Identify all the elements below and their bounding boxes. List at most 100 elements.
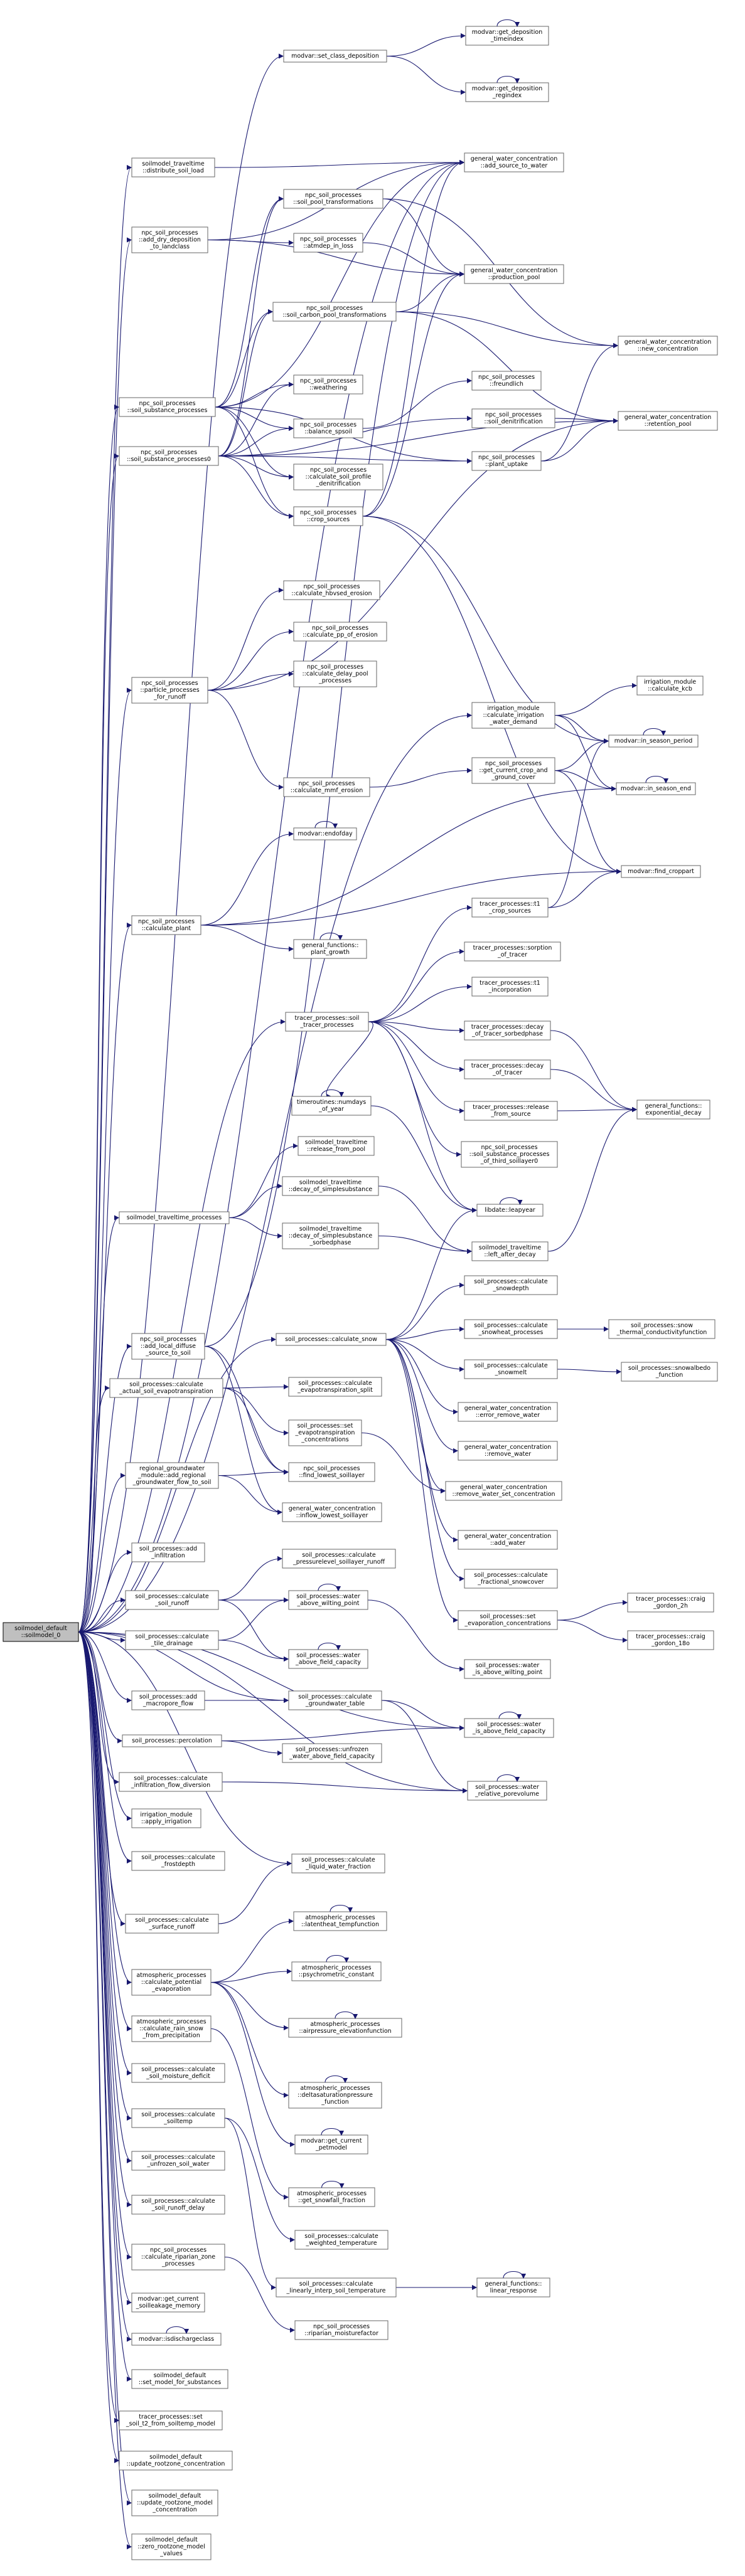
function-node-sp-unfrozen-soil[interactable]: soil_processes::calculate_unfrozen_soil_… [131,2151,225,2171]
function-node-tt-decay[interactable]: soilmodel_traveltime::decay_of_simplesub… [282,1176,379,1196]
function-node-tt-dist[interactable]: soilmodel_traveltime::distribute_soil_lo… [131,157,215,178]
function-node-sp-liquid[interactable]: soil_processes::calculate_liquid_water_f… [291,1853,385,1874]
function-node-gf-plant[interactable]: general_functions::plant_growth [293,932,367,959]
function-node-sp-relpore[interactable]: soil_processes::water_relative_porevolum… [467,1774,547,1801]
function-node-sp-runoff-delay[interactable]: soil_processes::calculate_soil_runoff_de… [131,2195,225,2215]
function-node-npc-third[interactable]: npc_soil_processes::soil_substance_proce… [461,1141,558,1168]
function-node-irr-kcb[interactable]: irrigation_module::calculate_kcb [636,676,704,696]
function-node-lib-leap[interactable]: libdate::leapyear [476,1197,544,1217]
function-node-sp-isfield[interactable]: soil_processes::water_is_above_field_cap… [464,1711,554,1738]
function-node-gwc-err[interactable]: general_water_concentration::error_remov… [458,1402,558,1422]
function-node-npc-calcplant[interactable]: npc_soil_processes::calculate_plant [131,915,201,935]
function-node-sp-moist[interactable]: soil_processes::calculate_soil_moisture_… [131,2063,225,2083]
function-node-gwc-prod[interactable]: general_water_concentration::production_… [464,264,564,284]
root-node-root[interactable]: soilmodel_default::soilmodel_0 [3,1622,79,1642]
function-node-sp-infil-div[interactable]: soil_processes::calculate_infiltration_f… [119,1772,223,1792]
function-node-mod-soilleakage[interactable]: modvar::get_current_soilleakage_memory [131,2292,205,2313]
function-node-npc-cover[interactable]: npc_soil_processes::get_current_crop_and… [471,757,555,784]
function-node-sp-iswilt[interactable]: soil_processes::water_is_above_wilting_p… [464,1659,551,1679]
function-node-tr-crop[interactable]: tracer_processes::t1_crop_sources [471,898,549,918]
function-node-sp-macropore[interactable]: soil_processes::add_macropore_flow [131,1690,205,1710]
function-node-sp-snowalbedo[interactable]: soil_processes::snowalbedo_function [621,1362,718,1382]
function-node-npc-dry-dep[interactable]: npc_soil_processes::add_dry_deposition_t… [131,226,208,253]
function-node-atm-deltasat[interactable]: atmospheric_processes::deltasaturationpr… [288,2075,382,2109]
function-node-set-class[interactable]: modvar::set_class_deposition [283,50,387,63]
function-node-sp-snow[interactable]: soil_processes::calculate_snow [276,1333,387,1346]
function-node-npc-diffuse[interactable]: npc_soil_processes::add_local_diffuse_so… [131,1333,205,1360]
function-node-sd-zero[interactable]: soilmodel_default::zero_rootzone_model_v… [131,2533,212,2560]
function-node-atm-latent[interactable]: atmospheric_processes::latentheat_tempfu… [293,1904,387,1931]
function-node-sd-setmodel[interactable]: soilmodel_default::set_model_for_substan… [131,2369,228,2389]
function-node-gwc-inflow[interactable]: general_water_concentration::inflow_lowe… [282,1502,382,1522]
function-node-sp-set-et[interactable]: soil_processes::set_evapotranspiration_c… [288,1419,362,1446]
function-node-tr-incorp[interactable]: tracer_processes::t1_incorporation [471,977,549,997]
function-node-sp-soiltemp[interactable]: soil_processes::calculate_soiltemp [131,2108,225,2128]
function-node-mod-endofday[interactable]: modvar::endofday [293,820,357,840]
function-node-npc-atm[interactable]: npc_soil_processes::atmdep_in_loss [293,233,363,253]
function-node-tt-release[interactable]: soilmodel_traveltime::release_from_pool [297,1136,375,1156]
function-node-atm-pot-evap[interactable]: atmospheric_processes::calculate_potenti… [131,1969,212,1996]
function-node-tr-release[interactable]: tracer_processes::release_from_source [464,1101,558,1121]
function-node-npc-delay[interactable]: npc_soil_processes::calculate_delay_pool… [293,660,377,687]
function-node-sp-fieldcap[interactable]: soil_processes::water_above_field_capaci… [288,1642,368,1669]
function-node-gf-linear[interactable]: general_functions::linear_response [476,2271,550,2298]
function-node-npc-weather[interactable]: npc_soil_processes::weathering [293,374,363,395]
function-node-atm-rain-snow[interactable]: atmospheric_processes::calculate_rain_sn… [131,2015,212,2042]
function-node-irr-calc[interactable]: irrigation_module::calculate_irrigation_… [471,702,555,729]
function-node-tr-set-t2[interactable]: tracer_processes::set_soil_t2_from_soilt… [119,2410,223,2430]
function-node-npc-pp[interactable]: npc_soil_processes::calculate_pp_of_eros… [293,622,387,642]
function-node-sd-update-root-mod[interactable]: soilmodel_default::update_rootzone_model… [131,2489,218,2516]
function-node-tr-decay-sorb[interactable]: tracer_processes::decay_of_tracer_sorbed… [464,1020,551,1041]
function-node-mod-findcrop[interactable]: modvar::find_croppart [621,865,701,878]
function-node-npc-subst[interactable]: npc_soil_processes::soil_substance_proce… [119,397,216,417]
function-node-npc-carbon[interactable]: npc_soil_processes::soil_carbon_pool_tra… [272,302,397,322]
function-node-npc-crop[interactable]: npc_soil_processes::crop_sources [293,506,363,526]
function-node-get-dep-reg[interactable]: modvar::get_deposition_regindex [465,75,549,102]
function-node-sp-unfrozen[interactable]: soil_processes::unfrozen_water_above_fie… [282,1743,382,1763]
function-node-npc-mmf[interactable]: npc_soil_processes::calculate_mmf_erosio… [283,777,370,797]
function-node-sp-infil[interactable]: soil_processes::add_infiltration [131,1542,205,1562]
function-node-npc-riparian-m[interactable]: npc_soil_processes::riparian_moisturefac… [294,2320,389,2340]
function-node-gwc-newc[interactable]: general_water_concentration::new_concent… [618,336,718,356]
function-node-sp-gwtable[interactable]: soil_processes::calculate_groundwater_ta… [288,1690,382,1710]
function-node-npc-subst0[interactable]: npc_soil_processes::soil_substance_proce… [119,446,219,466]
function-node-tt-proc[interactable]: soilmodel_traveltime_processes [119,1211,230,1224]
function-node-sp-tile[interactable]: soil_processes::calculate_tile_drainage [125,1630,219,1650]
function-node-sp-snowdepth[interactable]: soil_processes::calculate_snowdepth [464,1275,558,1295]
function-node-tt-left[interactable]: soilmodel_traveltime::left_after_decay [471,1241,549,1261]
function-node-sp-snowcover[interactable]: soil_processes::calculate_fractional_sno… [464,1569,558,1589]
function-node-tt-decay-sorb[interactable]: soilmodel_traveltime::decay_of_simplesub… [282,1222,379,1249]
function-node-sp-set-evap[interactable]: soil_processes::set_evaporation_concentr… [458,1610,558,1630]
function-node-npc-pool-tr[interactable]: npc_soil_processes::soil_pool_transforma… [283,189,383,209]
function-node-npc-plant[interactable]: npc_soil_processes::plant_uptake [471,451,542,471]
function-node-gwc-add-src[interactable]: general_water_concentration::add_source_… [464,152,564,172]
function-node-atm-airpress[interactable]: atmospheric_processes::airpressure_eleva… [288,2011,402,2038]
function-node-npc-lowest[interactable]: npc_soil_processes::find_lowest_soillaye… [288,1462,375,1482]
function-node-tf-numdays[interactable]: timeroutines::numdays_of_year [291,1089,372,1116]
function-node-sp-surface[interactable]: soil_processes::calculate_surface_runoff [125,1914,219,1934]
function-node-npc-denit[interactable]: npc_soil_processes::soil_denitrification [471,408,555,428]
function-node-sp-snowheat[interactable]: soil_processes::calculate_snowheat_proce… [464,1319,558,1339]
function-node-sp-snowmelt[interactable]: soil_processes::calculate_snowmelt [464,1359,558,1379]
function-node-sd-update-root[interactable]: soilmodel_default::update_rootzone_conce… [119,2451,233,2471]
function-node-mod-petmodel[interactable]: modvar::get_current_petmodel [294,2128,368,2155]
function-node-sp-wilt[interactable]: soil_processes::water_above_wilting_poin… [288,1583,368,1610]
function-node-mod-seasonend[interactable]: modvar::in_season_end [616,775,696,795]
function-node-gwc-addwater[interactable]: general_water_concentration::add_water [458,1530,558,1550]
function-node-gf-exp[interactable]: general_functions::exponential_decay [636,1100,710,1120]
function-node-tr-soil[interactable]: tracer_processes::soil_tracer_processes [285,1012,369,1032]
function-node-gwc-remove-set[interactable]: general_water_concentration::remove_wate… [445,1481,562,1501]
function-node-irr-apply[interactable]: irrigation_module::apply_irrigation [131,1808,201,1828]
function-node-npc-profile[interactable]: npc_soil_processes::calculate_soil_profi… [293,464,383,490]
function-node-atm-snowfall[interactable]: atmospheric_processes::get_snowfall_frac… [288,2180,375,2207]
function-node-npc-riparian[interactable]: npc_soil_processes::calculate_riparian_z… [131,2244,225,2271]
function-node-mod-isdischarge[interactable]: modvar::isdischargeclass [131,2326,222,2346]
function-node-sp-evap-split[interactable]: soil_processes::calculate_evapotranspira… [288,1377,382,1397]
function-node-tr-craig18o[interactable]: tracer_processes::craig_gordon_18o [627,1630,714,1650]
function-node-sp-percolation[interactable]: soil_processes::percolation [122,1734,222,1747]
function-node-sp-snowthermal[interactable]: soil_processes::snow_thermal_conductivit… [608,1319,716,1339]
function-node-tr-sorption[interactable]: tracer_processes::sorption_of_tracer [464,941,561,962]
function-node-tr-decay[interactable]: tracer_processes::decay_of_tracer [464,1059,551,1079]
function-node-tr-craig2h[interactable]: tracer_processes::craig_gordon_2h [627,1593,714,1613]
function-node-mod-inseason[interactable]: modvar::in_season_period [608,728,699,748]
